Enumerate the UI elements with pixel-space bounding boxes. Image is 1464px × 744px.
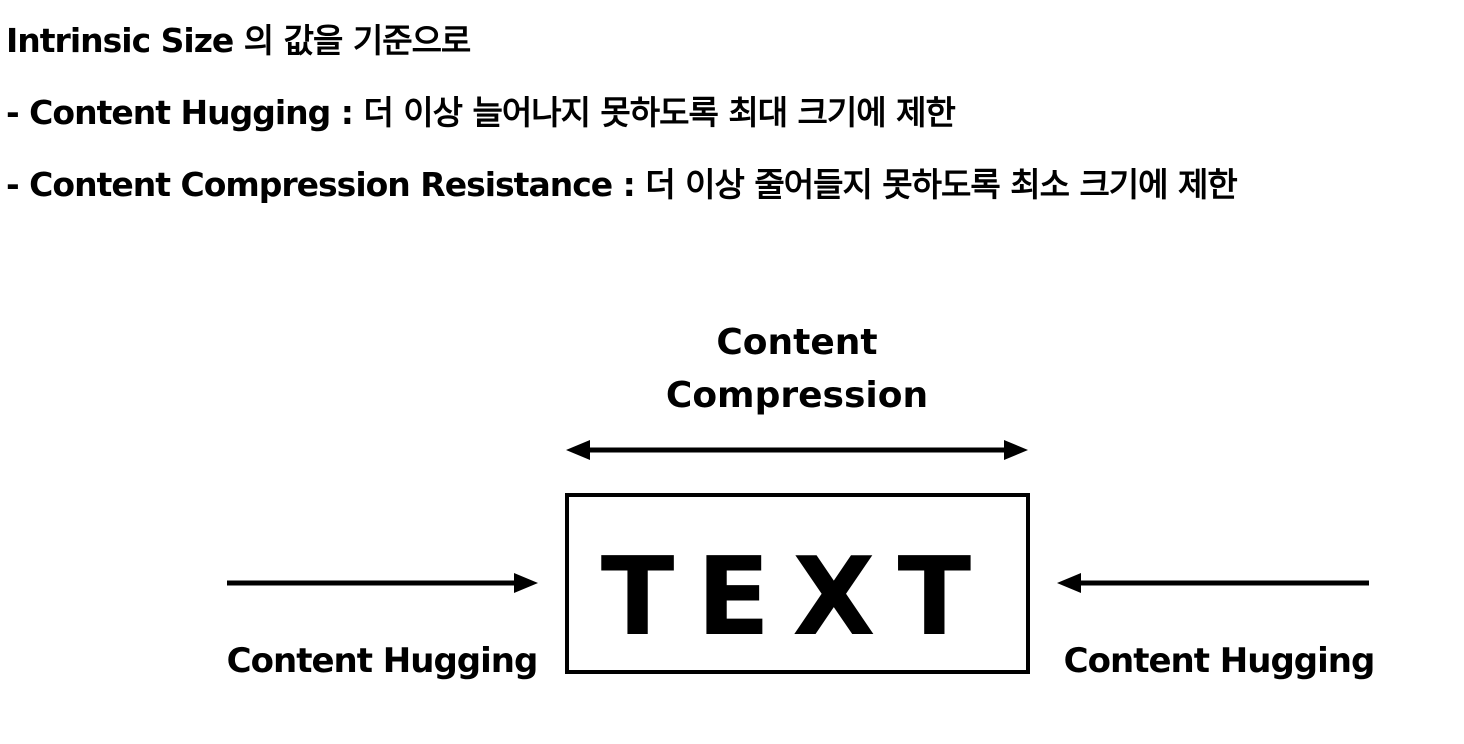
compression-label-line-2: Compression [666,375,928,416]
description-line-2: - Content Hugging : 더 이상 늘어나지 못하도록 최대 크기… [6,93,956,132]
text-box-label: TEXT [601,535,993,660]
compression-arrow [566,440,1028,460]
description-line-1: Intrinsic Size 의 값을 기준으로 [6,21,471,60]
text-box [565,493,1030,674]
description-line-3: - Content Compression Resistance : 더 이상 … [6,165,1238,204]
left-hugging-label: Content Hugging [227,641,538,681]
right-hugging-label: Content Hugging [1064,641,1375,681]
right-hugging-arrow [1057,573,1369,593]
compression-label-line-1: Content [716,322,877,363]
left-hugging-arrow [227,573,538,593]
